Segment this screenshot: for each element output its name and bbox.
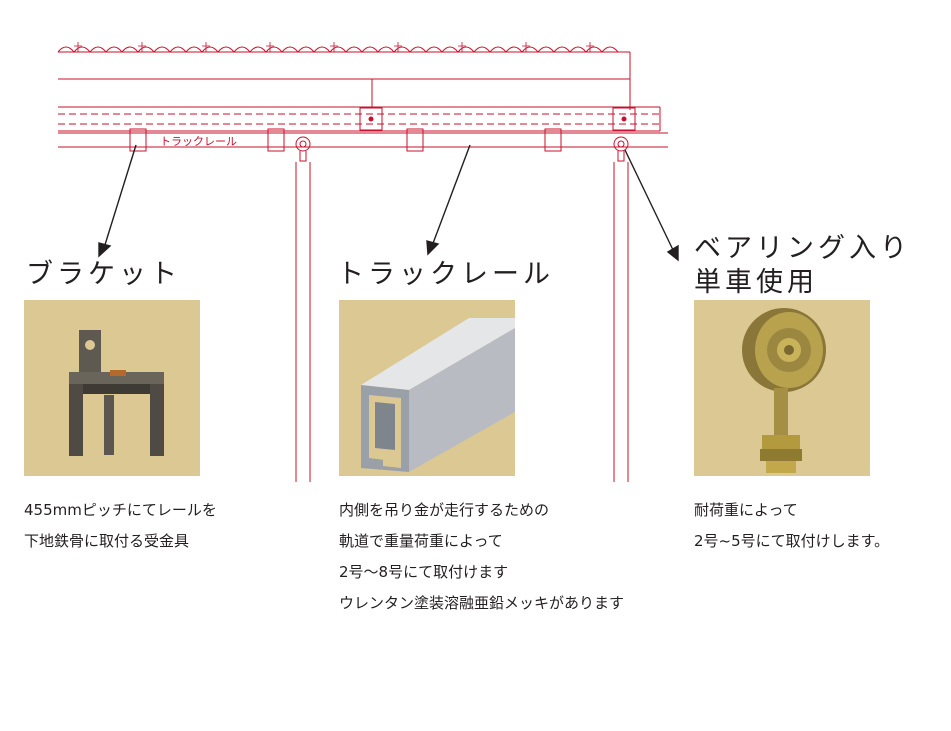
description-line: 内側を吊り金が走行するための xyxy=(339,501,550,519)
beam-clip xyxy=(359,107,383,131)
arrow-track-rail xyxy=(431,144,471,247)
track-rail-title: トラックレール xyxy=(337,259,554,290)
arrow-bearing-wheel xyxy=(624,149,675,253)
rail-bracket xyxy=(267,128,285,152)
description-line: 耐荷重によって xyxy=(694,501,798,519)
description-line: 455mmピッチにてレールを xyxy=(24,501,217,519)
corrugated-roof xyxy=(57,46,619,53)
rail-bracket xyxy=(544,128,562,152)
description-line: 下地鉄骨に取付る受金具 xyxy=(24,532,190,550)
wheel-right xyxy=(613,136,629,162)
wheel-left xyxy=(295,136,311,162)
bracket-description: 455mmピッチにてレールを 下地鉄骨に取付る受金具 xyxy=(24,495,217,557)
bracket-title: ブラケット xyxy=(26,259,181,290)
rail-label: トラックレール xyxy=(160,135,237,148)
arrow-bracket xyxy=(103,144,137,249)
description-line: 軌道で重量荷重によって xyxy=(339,532,503,550)
track-rail-description: 内側を吊り金が走行するための 軌道で重量荷重によって 2号～8号にて取付けます … xyxy=(339,495,624,619)
rail-bracket xyxy=(129,128,147,152)
bearing-wheel-photo xyxy=(694,300,870,476)
description-line: 2号~5号にて取付けします。 xyxy=(694,532,890,550)
rail-bracket xyxy=(406,128,424,152)
description-line: 2号～8号にて取付けます xyxy=(339,563,509,581)
bracket-photo xyxy=(24,300,200,476)
description-line: ウレンタン塗装溶融亜鉛メッキがあります xyxy=(339,594,625,612)
track-rail-photo xyxy=(339,300,515,476)
roof-bolts xyxy=(74,42,594,52)
bearing-wheel-description: 耐荷重によって 2号~5号にて取付けします。 xyxy=(694,495,889,557)
bearing-wheel-title: ベアリング入り 単車使用 xyxy=(694,233,911,298)
beam-clip xyxy=(612,107,636,131)
